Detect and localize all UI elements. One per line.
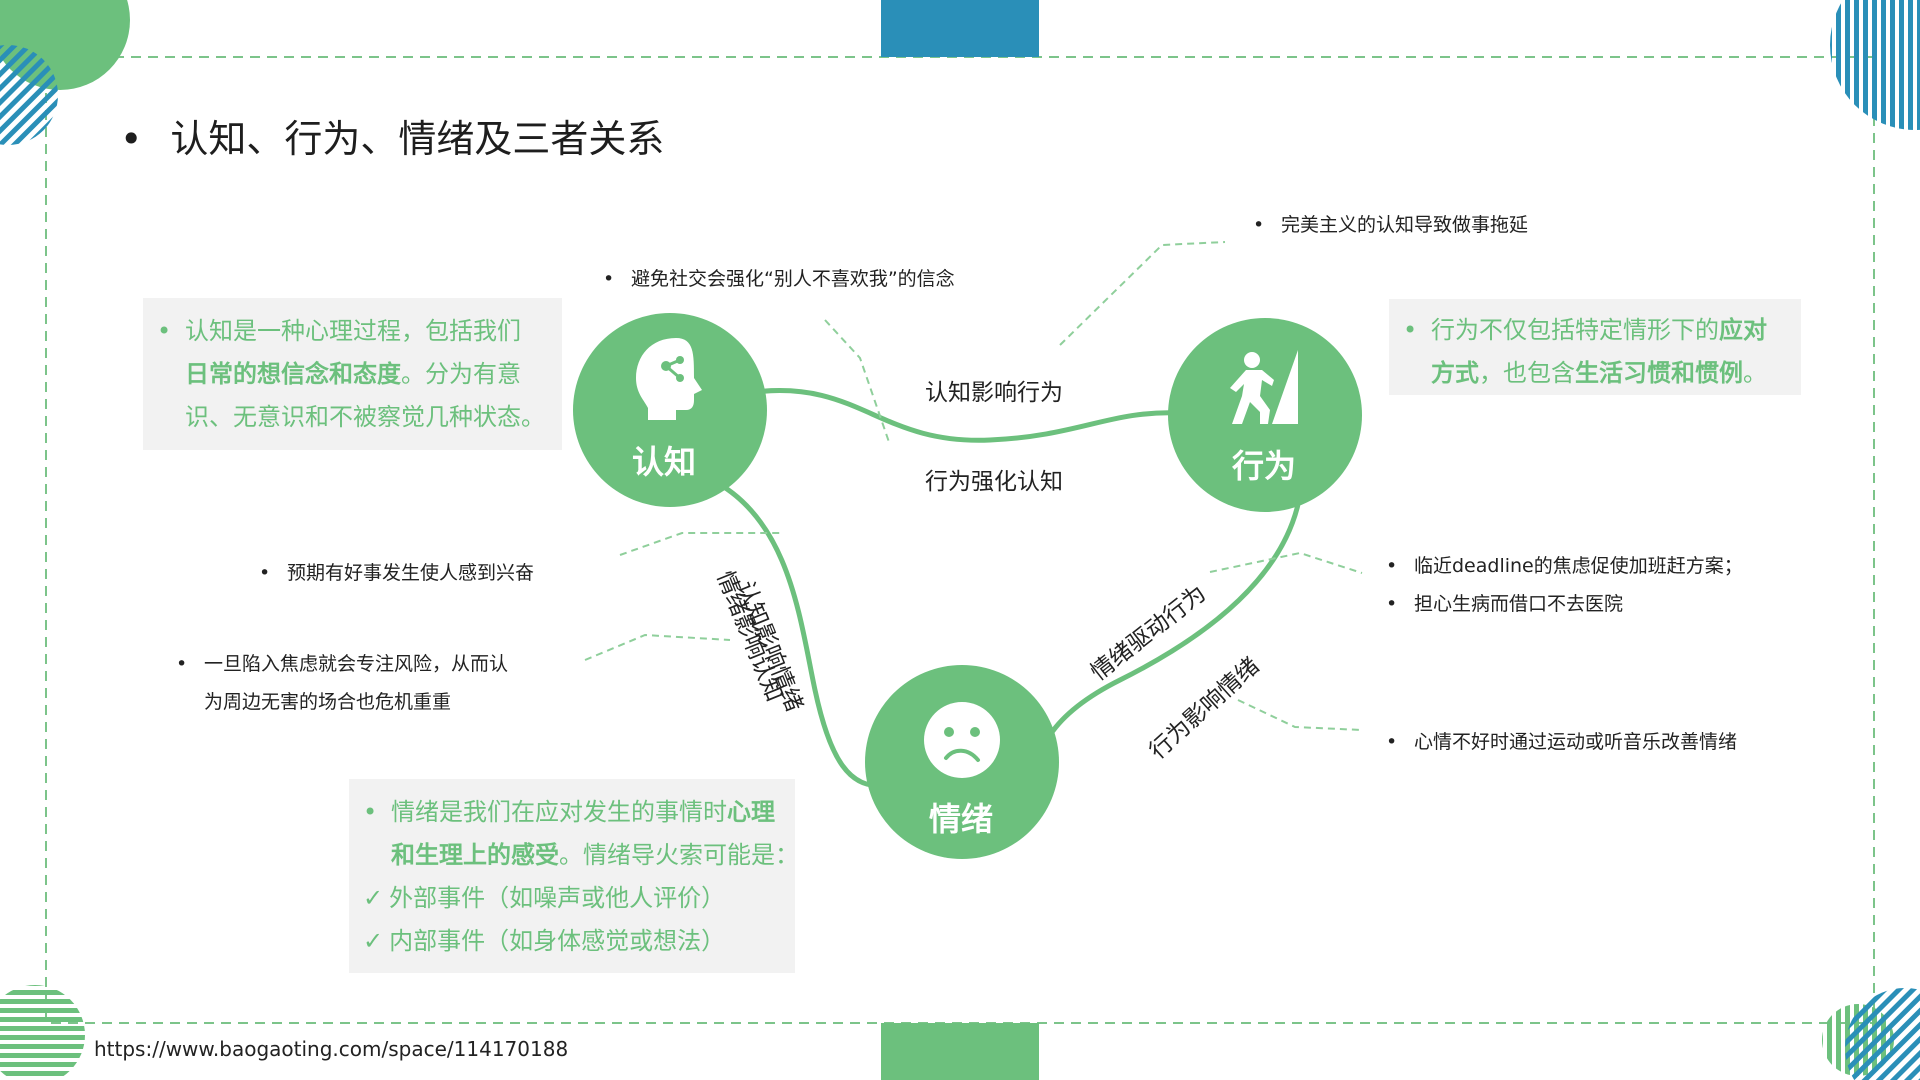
check-icon: ✓ [363,884,384,912]
node-emotion-label: 情绪 [928,800,993,838]
corner-striped-circle-bottom-left [0,985,85,1080]
def-bullet: • [363,798,378,826]
example-emotion-behavior: •临近deadline的焦虑促使加班赶方案； •担心生病而借口不去医院 [1386,555,1743,615]
corner-striped-circle-top-left [0,45,58,145]
def-behavior-highlight-2: 方式 [1431,359,1479,387]
curve-behavior-emotion [1047,494,1303,737]
def-emotion-highlight-2: 和生理上的感受 [391,841,559,869]
definition-box-emotion: • 情绪是我们在应对发生的事情时心理 和生理上的感受。情绪导火索可能是： ✓外部事… [349,779,799,973]
def-emotion-trigger-internal: 内部事件（如身体感觉或想法） [389,927,726,955]
example-behavior-emotion: •心情不好时通过运动或听音乐改善情绪 [1386,731,1738,753]
def-behavior-highlight-1: 应对 [1719,316,1767,344]
page-title: • 认知、行为、情绪及三者关系 [120,108,664,163]
title-bullet: • [120,117,143,161]
def-cognition-line-2: 。分为有意 [401,360,521,388]
leader-cog-beh [824,319,891,446]
check-icon: ✓ [363,927,384,955]
leader-emo-beh [1209,551,1363,574]
leader-cog-emo [619,532,780,556]
head-network-icon [636,338,702,420]
def-behavior-line-1: 行为不仅包括特定情形下的 [1431,316,1719,344]
def-cognition-line-1: 认知是一种心理过程，包括我们 [185,317,521,345]
def-emotion-highlight-1: 心理 [727,798,775,826]
example-emotion-cognition: •一旦陷入焦虑就会专注风险，从而认 为周边无害的场合也危机重重 [176,653,509,713]
corner-striped-circle-top-right [1830,0,1920,130]
bottom-tab [881,1023,1039,1080]
def-behavior-line-2-end: 。 [1743,359,1767,387]
node-behavior-label: 行为 [1231,447,1296,485]
top-tab [881,0,1039,57]
definition-box-cognition: • 认知是一种心理过程，包括我们 日常的想信念和态度。分为有意 识、无意识和不被察… [143,298,562,450]
def-emotion-line-1: 情绪是我们在应对发生的事情时 [391,798,727,826]
def-bullet: • [1403,316,1418,344]
leader-beh-cog [1059,241,1226,346]
node-cognition-label: 认知 [631,443,696,481]
leader-emo-cog [584,633,731,661]
def-bullet: • [157,317,172,345]
def-cognition-highlight: 日常的想信念和态度 [185,360,401,388]
climbing-person-icon [1230,350,1298,424]
corner-striped-circle-bottom-right-teal [1845,988,1920,1080]
def-emotion-trigger-external: 外部事件（如噪声或他人评价） [389,884,726,912]
curve-cognition-behavior [754,388,1181,443]
def-behavior-highlight-3: 生活习惯和惯例 [1575,359,1743,387]
leader-beh-emo [1237,699,1363,731]
example-cognition-emotion: •预期有好事发生使人感到兴奋 [259,562,535,584]
def-cognition-line-3: 识、无意识和不被察觉几种状态。 [185,403,545,431]
worried-face-icon [924,702,1000,778]
footer-url: https://www.baogaoting.com/space/1141701… [94,1037,569,1061]
def-emotion-line-2: 。情绪导火索可能是： [559,841,799,869]
def-behavior-line-2: ，也包含 [1479,359,1575,387]
example-cognition-behavior: •避免社交会强化“别人不喜欢我”的信念 [603,268,955,290]
edge-label-cognition-to-behavior: 认知影响行为 [925,380,1063,406]
curve-cognition-emotion [710,477,886,789]
example-behavior-cognition: •完美主义的认知导致做事拖延 [1253,214,1529,236]
title-text: 认知、行为、情绪及三者关系 [170,117,665,161]
edge-label-behavior-to-cognition: 行为强化认知 [925,469,1063,495]
definition-box-behavior: • 行为不仅包括特定情形下的应对 方式，也包含生活习惯和惯例。 [1389,299,1801,395]
